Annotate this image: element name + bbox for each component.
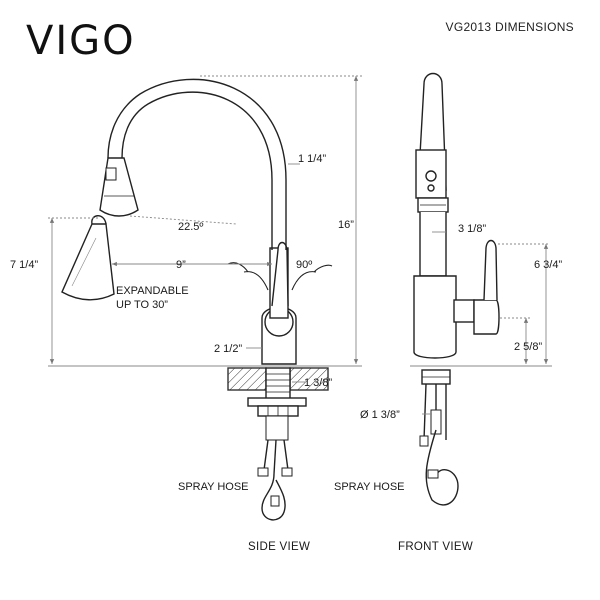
vigo-logo: VIGO <box>26 18 136 64</box>
label-spray-length: 7 1/4” <box>10 259 38 271</box>
label-handle-height: 6 3/4” <box>534 259 562 271</box>
gooseneck-spout-outer <box>121 91 273 250</box>
front-spray-hose-loop <box>425 429 459 506</box>
mounting-nut <box>247 397 307 407</box>
supply-line-left <box>263 439 269 471</box>
supply-line-right <box>283 439 289 471</box>
label-angle: 22.5º <box>178 221 203 233</box>
caption-front-view: FRONT VIEW <box>398 541 473 553</box>
counter-section-left <box>227 367 267 391</box>
label-handle-angle: 90º <box>296 259 312 271</box>
page-title: VG2013 DIMENSIONS <box>445 20 574 34</box>
faucet-handle <box>271 241 289 307</box>
extended-spray-head <box>61 223 115 301</box>
label-side-spray-hose: SPRAY HOSE <box>178 481 249 493</box>
front-view <box>410 72 552 506</box>
label-handle-offset: 3 1/8” <box>458 223 486 235</box>
side-view <box>48 78 362 521</box>
caption-side-view: SIDE VIEW <box>248 541 310 553</box>
front-body <box>413 275 457 359</box>
front-handle <box>473 299 500 335</box>
label-hole-diameter: Ø 1 3/8” <box>360 409 400 421</box>
label-hole-size: 1 3/8” <box>304 377 332 389</box>
spray-hose-loop <box>261 473 286 521</box>
front-view-dimensions <box>422 231 550 415</box>
label-spout-diameter: 1 1/4” <box>298 153 326 165</box>
side-view-dimensions <box>48 75 364 383</box>
label-overall-height: 16” <box>338 219 354 231</box>
docked-spray-head <box>99 157 139 217</box>
gooseneck-spout-inner <box>107 78 287 250</box>
shank <box>265 367 291 401</box>
label-handle-base: 2 5/8” <box>514 341 542 353</box>
label-reach: 9” <box>176 259 186 271</box>
label-front-spray-hose: SPRAY HOSE <box>334 481 405 493</box>
label-expandable-line2: UP TO 30” <box>116 299 168 311</box>
label-base-height: 2 1/2” <box>214 343 242 355</box>
label-expandable-line1: EXPANDABLE <box>116 285 189 297</box>
